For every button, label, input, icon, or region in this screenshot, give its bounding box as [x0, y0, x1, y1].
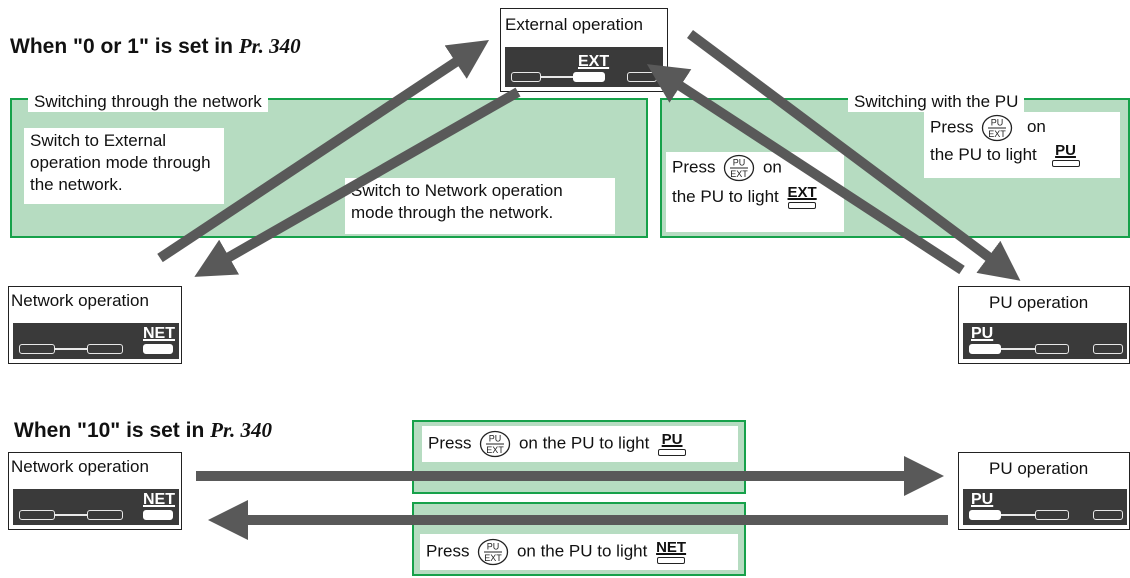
- top-heading: When "0 or 1" is set in Pr. 340: [10, 34, 301, 58]
- svg-text:EXT: EXT: [484, 553, 502, 563]
- network-operation-label: Network operation: [11, 291, 149, 310]
- net-indicator-label: NET: [143, 325, 175, 342]
- pu-operation-box-bottom: PU operation PU: [958, 452, 1130, 530]
- note-switch-to-network: Switch to Network operation mode through…: [345, 178, 615, 234]
- note-press-light-pu: Press PU EXT on the PU to light PU: [924, 112, 1120, 178]
- pu-indicator-label: PU: [971, 491, 994, 508]
- param-name: Pr. 340: [210, 418, 272, 442]
- net-indicator-label: NET: [143, 491, 175, 508]
- ext-lamp-icon: EXT: [788, 185, 817, 210]
- pu-display-strip: PU: [963, 323, 1127, 359]
- svg-text:PU: PU: [487, 542, 500, 552]
- network-operation-box: Network operation NET: [8, 286, 182, 364]
- pu-ext-key-icon: PU EXT: [724, 154, 755, 182]
- external-display-strip: EXT: [505, 47, 663, 87]
- external-operation-label: External operation: [505, 15, 643, 34]
- network-operation-label: Network operation: [11, 457, 149, 476]
- network-display-strip: NET: [13, 323, 179, 359]
- pu-indicator-label: PU: [971, 325, 994, 342]
- note-switch-to-external: Switch to External operation mode throug…: [24, 128, 224, 204]
- network-panel-title: Switching through the network: [28, 92, 268, 112]
- pu-ext-key-icon: PU EXT: [478, 538, 509, 566]
- pu-lamp-icon: PU: [1051, 143, 1080, 168]
- pu-operation-label: PU operation: [989, 459, 1089, 478]
- svg-text:EXT: EXT: [730, 169, 748, 179]
- pu-operation-box: PU operation PU: [958, 286, 1130, 364]
- net-lamp-icon: NET: [656, 540, 686, 564]
- ext-indicator-label: EXT: [578, 53, 610, 70]
- pu-operation-label: PU operation: [989, 293, 1089, 312]
- svg-text:EXT: EXT: [486, 445, 504, 455]
- note-press-light-pu-bottom: Press PU EXT on the PU to light PU: [422, 426, 738, 462]
- note-press-light-ext: Press PU EXT on the PU to light EXT: [666, 152, 844, 232]
- network-display-strip: NET: [13, 489, 179, 525]
- svg-text:PU: PU: [733, 158, 746, 168]
- svg-text:PU: PU: [489, 434, 502, 444]
- pu-ext-key-icon: PU EXT: [480, 430, 511, 458]
- pu-ext-key-icon: PU EXT: [982, 114, 1013, 142]
- pu-panel-title: Switching with the PU: [848, 92, 1025, 112]
- pu-display-strip: PU: [963, 489, 1127, 525]
- note-press-light-net-bottom: Press PU EXT on the PU to light NET: [420, 534, 738, 570]
- network-operation-box-bottom: Network operation NET: [8, 452, 182, 530]
- external-operation-box: External operation EXT: [500, 8, 668, 92]
- pu-lamp-icon: PU: [658, 432, 687, 456]
- bottom-heading: When "10" is set in Pr. 340: [14, 418, 272, 442]
- param-name: Pr. 340: [238, 34, 301, 58]
- svg-text:PU: PU: [991, 118, 1004, 128]
- svg-text:EXT: EXT: [988, 129, 1006, 139]
